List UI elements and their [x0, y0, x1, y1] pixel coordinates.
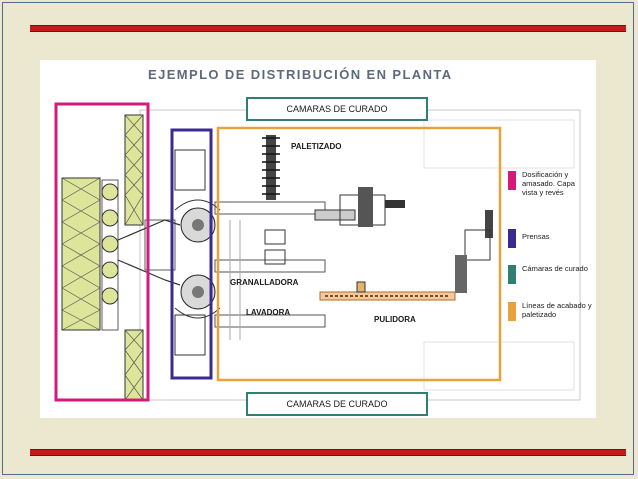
acabado-machinery [214, 135, 493, 340]
camaras-curado-bottom: CAMARAS DE CURADO [246, 392, 428, 416]
legend-label: Dosificación y amasado. Capa vista y rev… [522, 170, 575, 197]
plant-layout-diagram: EJEMPLO DE DISTRIBUCIÓN EN PLANTA [40, 60, 596, 418]
camaras-curado-top: CAMARAS DE CURADO [246, 97, 428, 121]
top-red-rule [30, 25, 626, 32]
zone-acabado [216, 126, 502, 382]
bottom-red-rule [30, 449, 626, 456]
dosificacion-machinery [61, 114, 181, 401]
label-paletizado: PALETIZADO [291, 142, 342, 151]
legend-label: Prensas [522, 232, 550, 241]
zone-dosificacion [54, 102, 150, 402]
slide-frame [2, 2, 634, 475]
prensas-machinery [174, 149, 221, 356]
label-lavadora: LAVADORA [246, 308, 291, 317]
label-pulidora: PULIDORA [374, 315, 416, 324]
legend-label: Cámaras de curado [522, 264, 588, 273]
zone-prensas [170, 128, 213, 380]
label-granalladora: GRANALLADORA [230, 278, 299, 287]
legend-swatch [508, 265, 516, 284]
legend-label: Líneas de acabado y paletizado [522, 301, 592, 319]
building-outline [139, 109, 581, 401]
legend-swatch [508, 302, 516, 321]
diagram-title: EJEMPLO DE DISTRIBUCIÓN EN PLANTA [148, 67, 453, 82]
legend-swatch [508, 171, 516, 190]
plant-drawing [54, 102, 581, 402]
legend-swatch [508, 229, 516, 248]
